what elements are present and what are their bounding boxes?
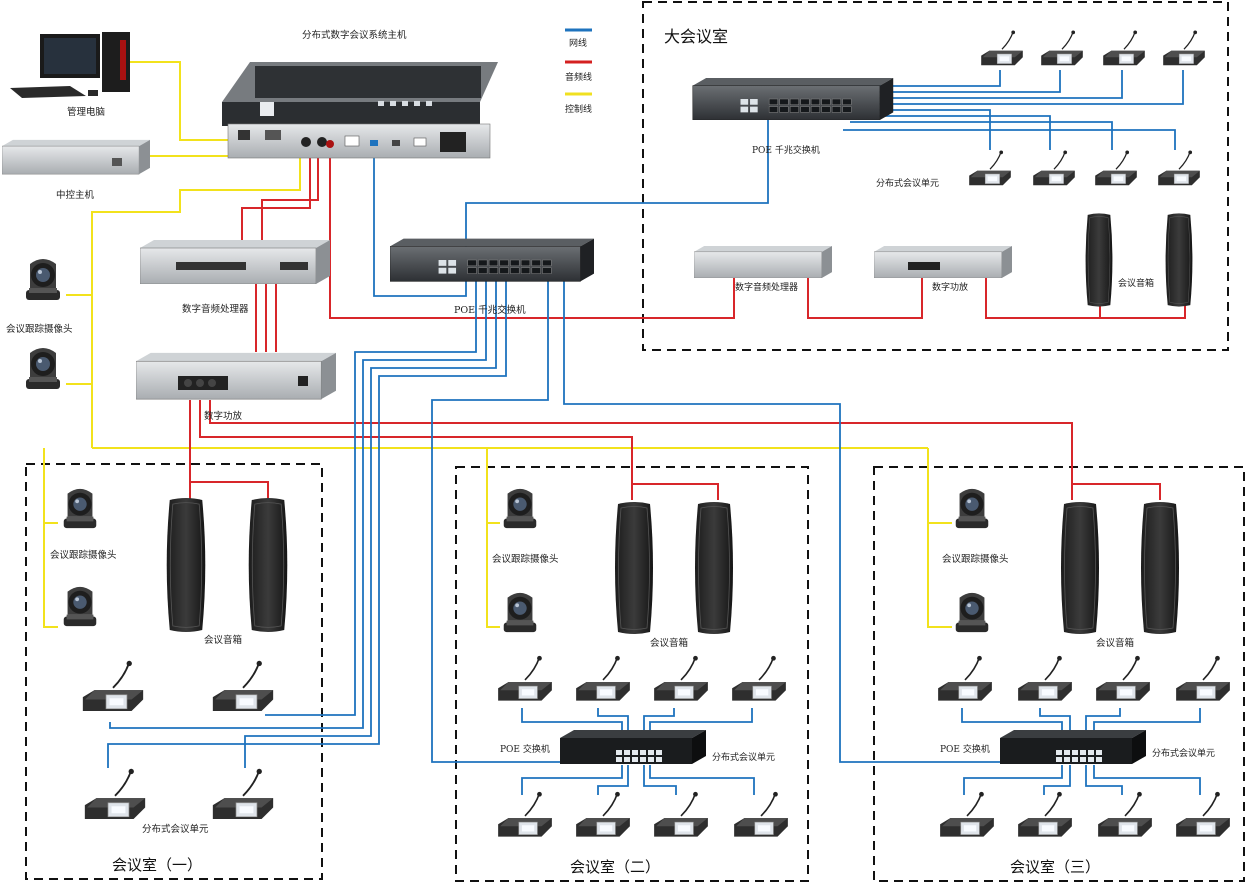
room3-unit bbox=[939, 791, 995, 838]
room1-unit bbox=[211, 768, 275, 820]
audio-lines bbox=[189, 148, 1186, 500]
room2-camera-label: 会议跟踪摄像头 bbox=[492, 553, 559, 565]
tracking-camera-2 bbox=[26, 348, 60, 389]
big-room-unit bbox=[1102, 30, 1146, 66]
room2-unit bbox=[653, 791, 709, 838]
admin-pc bbox=[10, 32, 130, 98]
room2-switch-label: POE 交换机 bbox=[500, 743, 550, 755]
room2-unit bbox=[575, 791, 631, 838]
room2-border bbox=[455, 466, 809, 882]
room2-unit bbox=[497, 791, 553, 838]
room2-units-label: 分布式会议单元 bbox=[712, 751, 775, 763]
room2-speaker bbox=[694, 501, 734, 635]
room3-speaker bbox=[1060, 501, 1100, 635]
room1-speaker bbox=[248, 497, 288, 633]
room2-speaker bbox=[614, 501, 654, 635]
room3-unit bbox=[1017, 655, 1073, 702]
room2-unit bbox=[733, 791, 789, 838]
big-room-audio-processor bbox=[694, 246, 832, 278]
room2-unit bbox=[575, 655, 631, 702]
room2-camera bbox=[503, 592, 537, 633]
big-room-unit bbox=[1040, 30, 1084, 66]
room3-unit bbox=[1097, 791, 1153, 838]
main-poe-switch-label: POE 千兆交换机 bbox=[454, 304, 526, 316]
big-room-switch-label: POE 千兆交换机 bbox=[752, 144, 820, 156]
room3-camera bbox=[955, 488, 989, 529]
main-amplifier-label: 数字功放 bbox=[204, 410, 243, 422]
big-room-audio-processor-label: 数字音频处理器 bbox=[735, 281, 798, 293]
room3-units-label: 分布式会议单元 bbox=[1152, 747, 1215, 759]
conference-host bbox=[222, 62, 498, 159]
big-room-title: 大会议室 bbox=[664, 27, 728, 46]
room3-speaker bbox=[1140, 501, 1180, 635]
room2-speakers-label: 会议音箱 bbox=[650, 637, 688, 649]
main-audio-processor-label: 数字音频处理器 bbox=[182, 303, 249, 315]
tracking-camera-label: 会议跟踪摄像头 bbox=[6, 323, 73, 335]
room3-unit bbox=[1175, 791, 1231, 838]
big-room-units-label: 分布式会议单元 bbox=[876, 177, 939, 189]
room1-unit bbox=[211, 660, 275, 712]
big-room-speaker bbox=[1085, 213, 1113, 307]
big-room-unit bbox=[980, 30, 1024, 66]
big-room-unit bbox=[1157, 150, 1201, 186]
room3-camera bbox=[955, 592, 989, 633]
main-amplifier bbox=[136, 352, 336, 400]
room2-unit bbox=[497, 655, 553, 702]
room3-poe-switch bbox=[1000, 730, 1146, 764]
room3-title: 会议室（三） bbox=[1010, 858, 1100, 876]
room1-camera bbox=[63, 488, 97, 529]
tracking-camera-1 bbox=[26, 259, 60, 300]
big-room-unit bbox=[1032, 150, 1076, 186]
big-room-unit bbox=[1094, 150, 1138, 186]
central-control-label: 中控主机 bbox=[56, 189, 95, 201]
room3-unit bbox=[1017, 791, 1073, 838]
big-room-amplifier bbox=[874, 246, 1012, 278]
room2-title: 会议室（二） bbox=[570, 858, 660, 876]
room1-units-label: 分布式会议单元 bbox=[142, 823, 209, 835]
room2-poe-switch bbox=[560, 730, 706, 764]
room2-camera bbox=[503, 488, 537, 529]
main-audio-processor bbox=[140, 240, 330, 284]
room1-speaker bbox=[166, 497, 206, 633]
central-control bbox=[2, 139, 150, 175]
room3-unit bbox=[1095, 655, 1151, 702]
big-room-unit bbox=[1162, 30, 1206, 66]
room2-unit bbox=[731, 655, 787, 702]
room1-unit bbox=[83, 768, 147, 820]
room3-unit bbox=[937, 655, 993, 702]
room1-speakers-label: 会议音箱 bbox=[204, 634, 242, 646]
legend-control-label: 控制线 bbox=[565, 103, 592, 115]
legend: 网线 音频线 控制线 bbox=[565, 28, 592, 115]
legend-network-label: 网线 bbox=[569, 37, 587, 49]
big-room-unit bbox=[968, 150, 1012, 186]
room1-title: 会议室（一） bbox=[112, 856, 202, 874]
big-room-border bbox=[642, 1, 1229, 351]
room3-camera-label: 会议跟踪摄像头 bbox=[942, 553, 1009, 565]
big-room-switch bbox=[692, 78, 894, 120]
admin-pc-label: 管理电脑 bbox=[67, 106, 105, 118]
room2-unit bbox=[653, 655, 709, 702]
legend-audio-label: 音频线 bbox=[565, 71, 592, 83]
big-room-speaker bbox=[1165, 213, 1193, 307]
room3-speakers-label: 会议音箱 bbox=[1096, 637, 1134, 649]
system-host-title: 分布式数字会议系统主机 bbox=[302, 29, 407, 41]
room3-border bbox=[873, 466, 1245, 882]
room1-border bbox=[25, 463, 323, 880]
main-poe-switch bbox=[390, 238, 594, 282]
big-room-amplifier-label: 数字功放 bbox=[932, 281, 968, 293]
room3-unit bbox=[1175, 655, 1231, 702]
room1-unit bbox=[81, 660, 145, 712]
room1-camera bbox=[63, 586, 97, 627]
room1-camera-label: 会议跟踪摄像头 bbox=[50, 549, 117, 561]
big-room-speakers-label: 会议音箱 bbox=[1118, 277, 1154, 289]
room3-switch-label: POE 交换机 bbox=[940, 743, 990, 755]
